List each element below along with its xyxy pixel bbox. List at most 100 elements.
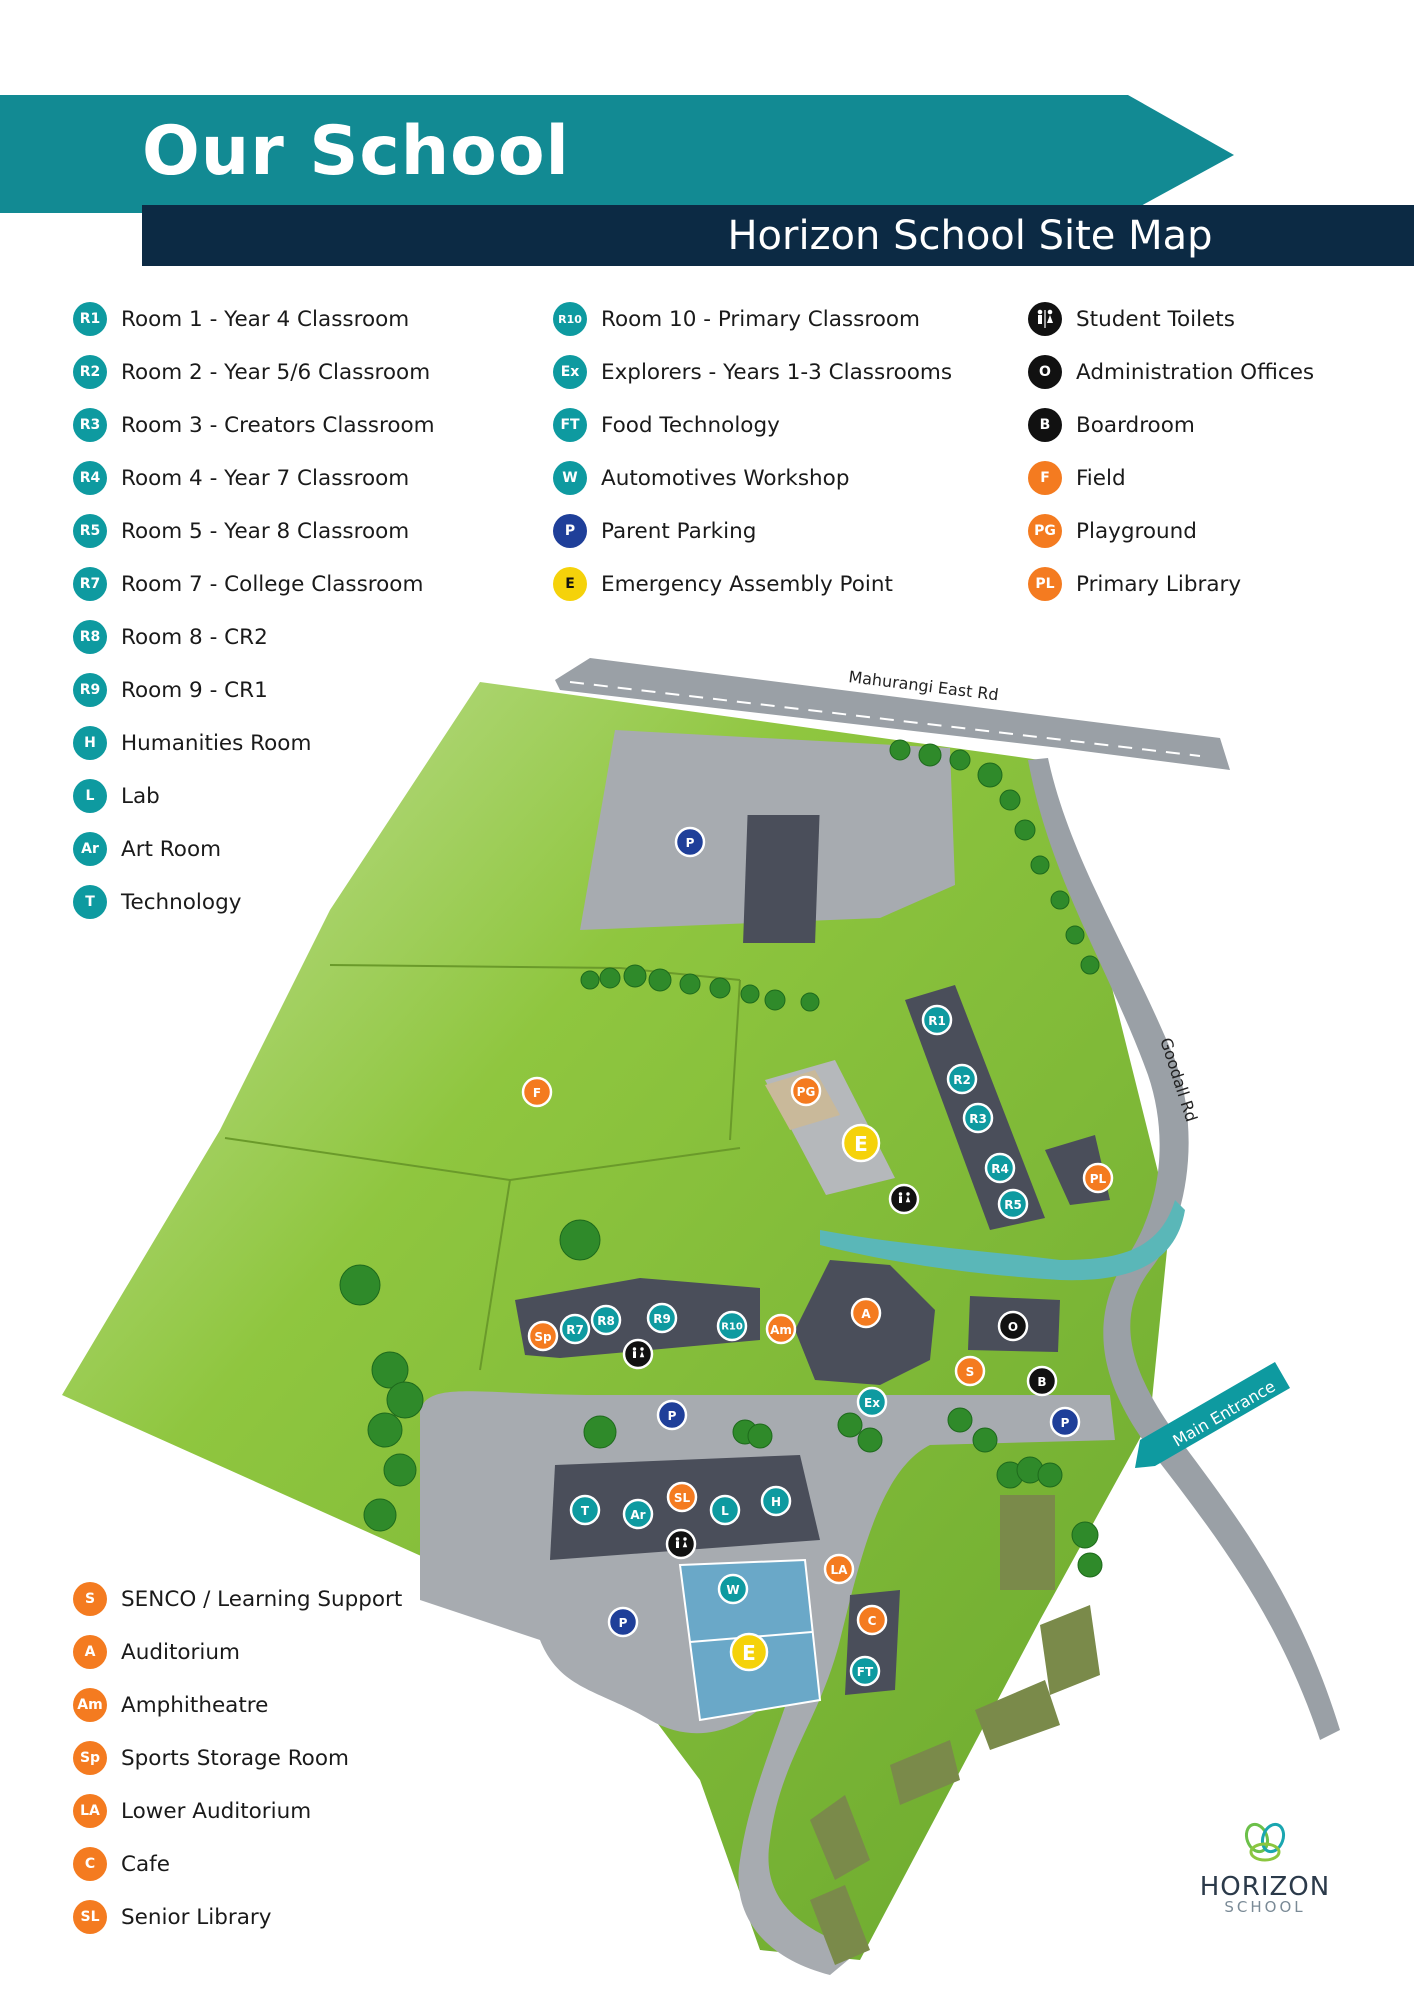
map-marker-pl: PL	[1082, 1162, 1114, 1194]
legend-badge: PG	[1028, 514, 1062, 548]
svg-text:O: O	[1008, 1320, 1018, 1334]
legend-label: SENCO / Learning Support	[121, 1586, 403, 1612]
legend-label: Room 3 - Creators Classroom	[121, 412, 435, 438]
map-marker-r5: R5	[997, 1188, 1029, 1220]
svg-text:PG: PG	[797, 1085, 816, 1099]
map-marker-ex: Ex	[856, 1386, 888, 1418]
map-marker-ar: Ar	[622, 1498, 654, 1530]
map-marker-r1: R1	[921, 1004, 953, 1036]
map-marker-o: O	[997, 1310, 1029, 1342]
legend-item: E Emergency Assembly Point	[553, 567, 893, 601]
svg-text:E: E	[854, 1132, 868, 1156]
svg-text:T: T	[581, 1504, 590, 1518]
map-marker-la: LA	[823, 1553, 855, 1585]
svg-text:F: F	[533, 1086, 541, 1100]
legend-badge: E	[553, 567, 587, 601]
svg-text:A: A	[861, 1307, 871, 1321]
map-marker-s: S	[954, 1355, 986, 1387]
map-marker-r4: R4	[984, 1152, 1016, 1184]
legend-badge: P	[553, 514, 587, 548]
map-marker-p: P	[1049, 1406, 1081, 1438]
svg-text:R4: R4	[991, 1162, 1009, 1176]
legend-badge: LA	[73, 1794, 107, 1828]
main-entrance-label: Main Entrance	[1170, 1377, 1279, 1451]
legend-label: Sports Storage Room	[121, 1745, 349, 1771]
legend-label: Administration Offices	[1076, 359, 1315, 385]
map-marker-e: E	[729, 1632, 769, 1672]
legend-label: Senior Library	[121, 1904, 272, 1930]
legend-badge: L	[73, 779, 107, 813]
stream	[820, 1200, 1185, 1281]
svg-text:R5: R5	[1004, 1198, 1022, 1212]
road-east	[1028, 758, 1340, 1740]
svg-text:SL: SL	[674, 1491, 691, 1505]
legend-label: Explorers - Years 1-3 Classrooms	[601, 359, 953, 385]
svg-text:Am: Am	[770, 1323, 792, 1337]
legend-badge: R5	[73, 514, 107, 548]
legend-badge: R2	[73, 355, 107, 389]
svg-text:L: L	[721, 1504, 729, 1518]
legend-badge: O	[1028, 355, 1062, 389]
legend-badge: SL	[73, 1900, 107, 1934]
legend-label: Room 9 - CR1	[121, 677, 268, 703]
legend-badge: W	[553, 461, 587, 495]
legend-label: Emergency Assembly Point	[601, 571, 893, 597]
map-marker-sl: SL	[666, 1481, 698, 1513]
svg-text:R7: R7	[566, 1323, 584, 1337]
legend-badge: R7	[73, 567, 107, 601]
svg-text:PL: PL	[1090, 1172, 1107, 1186]
legend-label: Lab	[121, 783, 160, 809]
legend-badge: R1	[73, 302, 107, 336]
legend-item: B Boardroom	[1028, 408, 1195, 442]
legend-label: Playground	[1076, 518, 1197, 544]
legend-label: Room 2 - Year 5/6 Classroom	[121, 359, 431, 385]
legend-item: PG Playground	[1028, 514, 1197, 548]
toilet-icon	[622, 1338, 654, 1370]
svg-text:H: H	[771, 1495, 781, 1509]
logo-name: HORIZON	[1199, 1872, 1331, 1902]
map-marker-ft: FT	[849, 1655, 881, 1687]
legend-label: Parent Parking	[601, 518, 757, 544]
logo-sub: SCHOOL	[1224, 1898, 1306, 1916]
legend-badge: Ex	[553, 355, 587, 389]
legend-badge: S	[73, 1582, 107, 1616]
svg-text:R3: R3	[969, 1112, 987, 1126]
legend-label: Room 4 - Year 7 Classroom	[121, 465, 410, 491]
svg-text:R1: R1	[928, 1014, 946, 1028]
svg-text:P: P	[1061, 1416, 1070, 1430]
legend-badge: FT	[553, 408, 587, 442]
legend-item: L Lab	[73, 779, 160, 813]
legend-item: R9 Room 9 - CR1	[73, 673, 268, 707]
legend-label: Student Toilets	[1076, 306, 1235, 332]
legend-badge: R10	[553, 302, 587, 336]
legend-label: Boardroom	[1076, 412, 1195, 438]
legend-item: SL Senior Library	[73, 1900, 271, 1934]
map-marker-r8: R8	[590, 1304, 622, 1336]
legend-badge: B	[1028, 408, 1062, 442]
road-north	[555, 658, 1230, 770]
legend-item: R2 Room 2 - Year 5/6 Classroom	[73, 355, 430, 389]
page-subtitle: Horizon School Site Map	[727, 213, 1213, 259]
map-marker-r9: R9	[646, 1302, 678, 1334]
legend-label: Auditorium	[121, 1639, 240, 1665]
legend-badge: R9	[73, 673, 107, 707]
map-marker-l: L	[709, 1494, 741, 1526]
legend-label: Amphitheatre	[121, 1692, 269, 1718]
legend-badge: R8	[73, 620, 107, 654]
legend-badge: R4	[73, 461, 107, 495]
legend-item: Student Toilets	[1028, 302, 1235, 336]
legend-item: P Parent Parking	[553, 514, 756, 548]
svg-text:Ex: Ex	[864, 1396, 880, 1410]
svg-text:R10: R10	[721, 1322, 743, 1333]
svg-text:P: P	[619, 1616, 628, 1630]
toilet-icon	[888, 1183, 920, 1215]
